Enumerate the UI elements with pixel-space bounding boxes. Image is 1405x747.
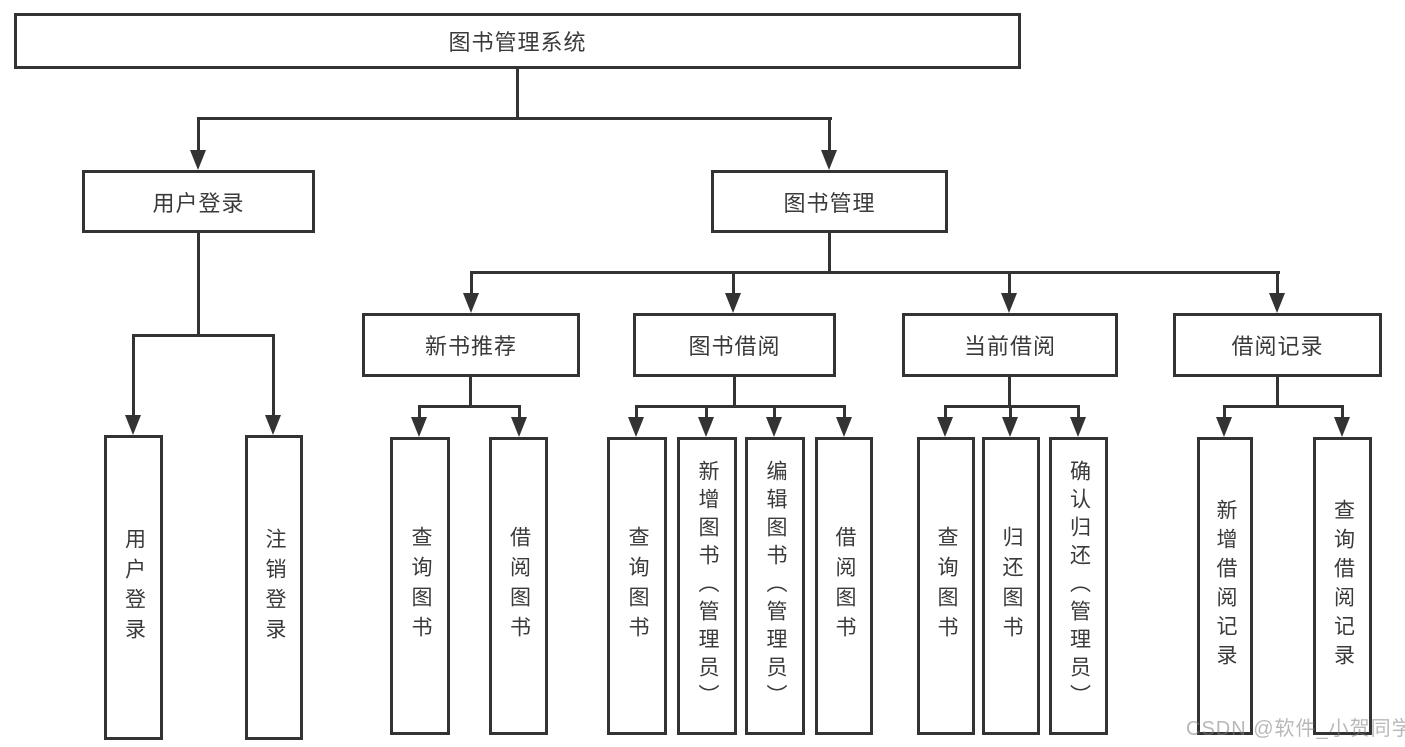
node-book-management: 图书管理 (711, 170, 948, 233)
arrow-down-icon (836, 417, 852, 437)
arrow-down-icon (725, 293, 741, 313)
arrow-down-icon (1269, 293, 1285, 313)
connector-line (469, 374, 472, 408)
arrow-down-icon (125, 415, 141, 435)
arrow-down-icon (1002, 417, 1018, 437)
connector-line (1223, 405, 1226, 419)
arrow-down-icon (1334, 417, 1350, 437)
node-label: 当前借阅 (963, 334, 1056, 359)
arrow-down-icon (698, 417, 714, 437)
leaf-query-books-borrowing: 查询图书 (607, 437, 667, 735)
leaf-label: 编辑图书（管理员） (764, 460, 787, 712)
leaf-label: 新增借阅记录 (1214, 499, 1237, 673)
node-borrowing-records: 借阅记录 (1173, 313, 1382, 377)
connector-line (635, 405, 638, 419)
arrow-down-icon (511, 417, 527, 437)
connector-line (197, 117, 200, 150)
leaf-add-books-admin: 新增图书（管理员） (677, 437, 737, 735)
leaf-label: 查询借阅记录 (1331, 499, 1355, 673)
connector-line (418, 405, 521, 408)
leaf-label: 注销登录 (263, 527, 286, 648)
connector-line (1341, 405, 1344, 419)
leaf-label: 借阅图书 (507, 526, 531, 646)
node-label: 新书推荐 (424, 334, 517, 359)
connector-line (1008, 271, 1011, 295)
connector-line (1008, 374, 1011, 408)
connector-line (470, 271, 1280, 274)
node-root-library-system: 图书管理系统 (14, 13, 1021, 69)
connector-line (1276, 374, 1279, 408)
leaf-add-borrow-record: 新增借阅记录 (1197, 437, 1253, 735)
leaf-return-books: 归还图书 (982, 437, 1040, 735)
connector-line (516, 69, 519, 118)
arrow-down-icon (1216, 417, 1232, 437)
node-label: 图书管理系统 (448, 30, 587, 55)
connector-line (518, 405, 521, 419)
arrow-down-icon (190, 150, 206, 170)
leaf-label: 确认归还（管理员） (1067, 460, 1091, 712)
leaf-label: 新增图书（管理员） (696, 460, 719, 712)
arrow-down-icon (1070, 417, 1086, 437)
arrow-down-icon (411, 417, 427, 437)
arrow-down-icon (766, 417, 782, 437)
connector-line (944, 405, 947, 419)
connector-line (733, 374, 736, 408)
connector-line (470, 271, 473, 295)
connector-line (732, 271, 735, 295)
leaf-query-books-recommend: 查询图书 (390, 437, 450, 735)
connector-line (132, 334, 275, 337)
arrow-down-icon (937, 417, 953, 437)
connector-line (197, 230, 200, 336)
node-new-book-recommend: 新书推荐 (362, 313, 580, 377)
connector-line (1077, 405, 1080, 419)
node-book-borrowing: 图书借阅 (633, 313, 836, 377)
arrow-down-icon (628, 417, 644, 437)
leaf-label: 用户登录 (122, 527, 146, 648)
leaf-label: 归还图书 (1000, 526, 1023, 646)
connector-line (843, 405, 846, 419)
leaf-label: 查询图书 (409, 526, 432, 646)
connector-line (1009, 405, 1012, 419)
arrow-down-icon (265, 415, 281, 435)
leaf-borrow-books: 借阅图书 (815, 437, 873, 735)
node-label: 用户登录 (152, 190, 245, 216)
leaf-logout: 注销登录 (245, 435, 303, 740)
node-label: 图书管理 (783, 190, 876, 216)
arrow-down-icon (1001, 293, 1017, 313)
connector-line (944, 405, 1080, 408)
leaf-label: 查询图书 (626, 526, 649, 646)
leaf-confirm-return-admin: 确认归还（管理员） (1049, 437, 1108, 735)
connector-line (773, 405, 776, 419)
leaf-label: 查询图书 (935, 526, 958, 646)
node-user-login: 用户登录 (82, 170, 315, 233)
connector-line (1276, 271, 1279, 295)
connector-line (1223, 405, 1344, 408)
connector-line (132, 334, 135, 415)
node-label: 图书借阅 (688, 334, 781, 359)
connector-line (418, 405, 421, 419)
arrow-down-icon (821, 150, 837, 170)
connector-line (635, 405, 846, 408)
leaf-query-borrow-record: 查询借阅记录 (1313, 437, 1372, 735)
connector-line (828, 230, 831, 274)
leaf-label: 借阅图书 (833, 526, 856, 646)
node-label: 借阅记录 (1231, 334, 1324, 359)
leaf-edit-books-admin: 编辑图书（管理员） (745, 437, 805, 735)
node-current-borrowing: 当前借阅 (902, 313, 1118, 377)
csdn-watermark: CSDN @软件_小贺同学 (1186, 718, 1405, 740)
connector-line (828, 117, 831, 150)
connector-line (197, 117, 832, 120)
connector-line (272, 334, 275, 415)
leaf-borrow-books-recommend: 借阅图书 (489, 437, 548, 735)
connector-line (705, 405, 708, 419)
arrow-down-icon (463, 293, 479, 313)
leaf-query-books-current: 查询图书 (917, 437, 975, 735)
leaf-user-login: 用户登录 (104, 435, 163, 740)
